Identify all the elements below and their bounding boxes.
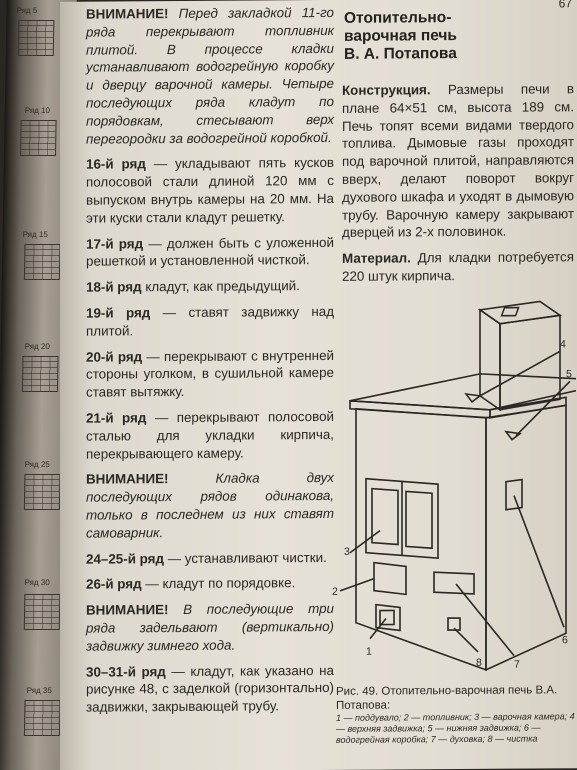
warning-paragraph: ВНИМАНИЕ! Кладка двух последующих рядов … xyxy=(86,470,334,541)
cooking-chamber-door xyxy=(365,477,439,560)
row-diagram-thumbnail xyxy=(23,594,61,630)
row-16: 16-й ряд — укладывают пять кусков полосо… xyxy=(86,155,335,226)
row-label: Ряд 25 xyxy=(24,460,50,469)
right-text-column: Отопительно- варочная печь В. А. Потапов… xyxy=(342,0,574,294)
row-label: Ряд 35 xyxy=(26,686,52,695)
figure-label: 5 xyxy=(566,368,572,380)
figure-label: 1 xyxy=(366,646,372,658)
figure-label: 3 xyxy=(344,546,350,558)
book-page: 6 7 ВНИМАНИЕ! Перед закладкой 11-го ряда … xyxy=(60,0,577,770)
row-label: Ряд 20 xyxy=(24,342,50,351)
figure-caption: Рис. 49. Отопительно-варочная печь В.А. … xyxy=(336,684,576,746)
row-label: Ряд 30 xyxy=(24,578,50,587)
row-18: 18-й ряд кладут, как предыдущий. xyxy=(86,278,300,295)
row-label: Ряд 10 xyxy=(24,106,51,115)
water-box xyxy=(505,478,523,511)
stove-illustration: 1 2 3 4 5 6 7 8 xyxy=(332,300,576,672)
row-21: 21-й ряд — перекрывают полосовой сталью … xyxy=(86,408,334,462)
caption-legend: 1 — поддувало; 2 — топливник; 3 — варочн… xyxy=(336,711,575,745)
left-text-column: ВНИМАНИЕ! Перед закладкой 11-го ряда пер… xyxy=(86,4,334,725)
chimney-opening xyxy=(500,306,520,317)
warning-paragraph: ВНИМАНИЕ! В последующие три ряда задельв… xyxy=(86,601,334,654)
row-label: Ряд 5 xyxy=(16,6,38,15)
section-title: Отопительно- варочная печь В. А. Потапов… xyxy=(344,9,457,63)
figure-label: 2 xyxy=(332,586,338,598)
row-diagram-thumbnail xyxy=(23,474,61,510)
upper-damper xyxy=(464,392,483,404)
cleanout-door xyxy=(447,617,461,631)
warning-paragraph: ВНИМАНИЕ! Перед закладкой 11-го ряда пер… xyxy=(86,4,334,147)
stove-top-slab xyxy=(349,373,576,411)
row-24-25: 24–25-й ряд — устанавливают чистки. xyxy=(86,549,327,567)
row-diagram-thumbnail xyxy=(23,244,61,280)
row-diagram-thumbnail xyxy=(23,700,61,736)
material-paragraph: Материал. Для кладки потребуется 220 шту… xyxy=(342,249,574,284)
row-20: 20-й ряд — перекрывают с внутренней стор… xyxy=(86,347,334,400)
row-diagram-thumbnail xyxy=(21,356,59,392)
lower-damper xyxy=(504,430,523,441)
figure-label: 8 xyxy=(476,657,482,669)
figure-label: 4 xyxy=(560,338,566,350)
construction-paragraph: Конструкция. Размеры печи в плане 64×51 … xyxy=(342,81,574,241)
row-label: Ряд 15 xyxy=(22,230,48,239)
caption-title: Рис. 49. Отопительно-варочная печь В.А. … xyxy=(336,684,558,712)
ash-pit-door xyxy=(375,603,401,632)
figure-label: 7 xyxy=(514,659,520,671)
row-19: 19-й ряд — ставят задвижку над плитой. xyxy=(86,303,335,339)
oven-door xyxy=(433,571,475,595)
row-17: 17-й ряд — должен быть с уложенной решет… xyxy=(86,234,334,269)
row-diagram-thumbnail xyxy=(19,120,57,156)
row-diagram-thumbnail xyxy=(17,20,55,56)
chimney-front xyxy=(499,314,561,411)
row-26: 26-й ряд — кладут по порядовке. xyxy=(86,575,296,592)
row-30-31: 30–31-й ряд — кладут, как указано на рис… xyxy=(86,662,335,715)
figure-label: 6 xyxy=(562,634,568,646)
stove-front-wall xyxy=(485,404,567,672)
firebox-door xyxy=(373,561,407,596)
